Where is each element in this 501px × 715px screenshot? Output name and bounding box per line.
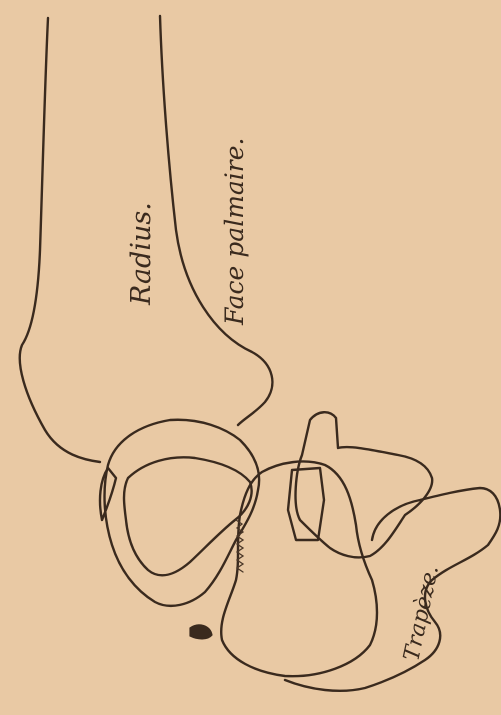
face-palmaire-label: Face palmaire.: [220, 138, 249, 327]
radius-label: Radius.: [126, 202, 157, 306]
radius-outline: [20, 18, 100, 462]
radius-outline-right: [160, 16, 272, 425]
carpal-crosshatch-small: [288, 468, 324, 540]
carpal-crosshatched: [124, 457, 252, 575]
carpal-left-crescent: [100, 468, 116, 520]
carpal-large-hatched: [221, 461, 377, 676]
small-fragment: [190, 625, 212, 639]
trapeze-outline: [285, 488, 500, 691]
carpal-vertical-hatched: [296, 412, 433, 557]
